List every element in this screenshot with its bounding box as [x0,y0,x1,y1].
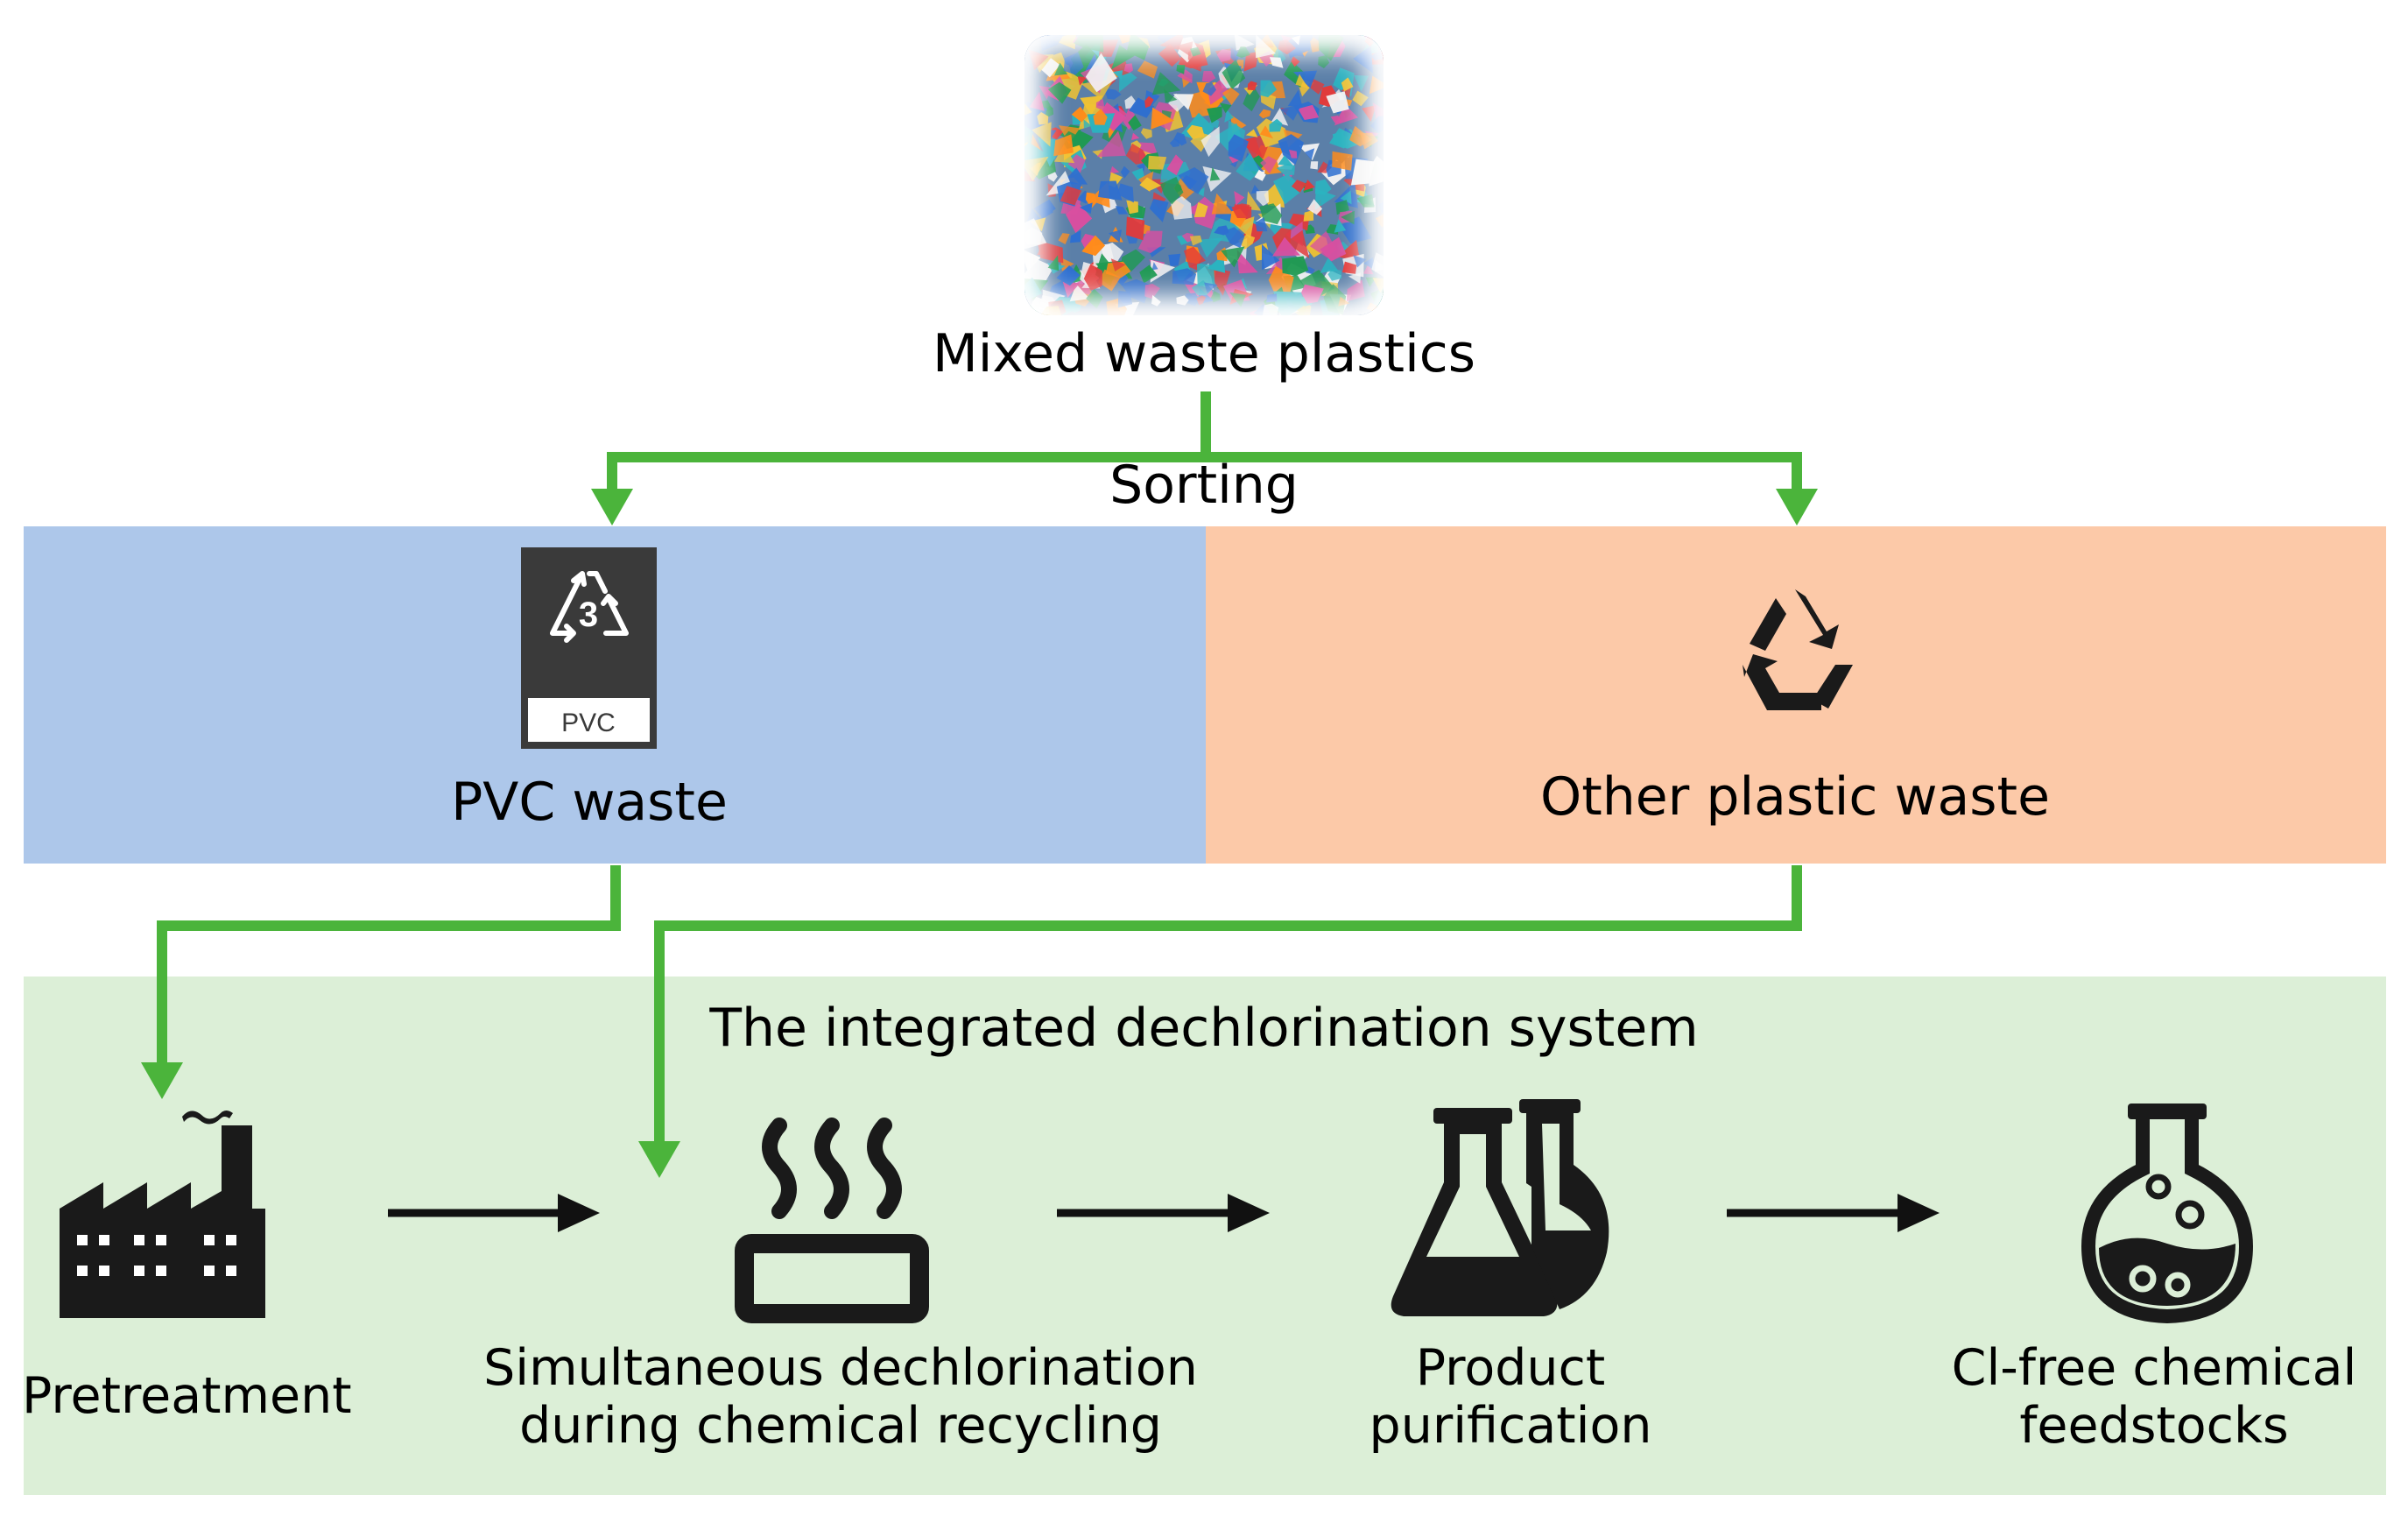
pvc-waste-label: PVC waste [451,772,728,833]
step-label-dechlorination-line1: Simultaneous dechlorination [483,1339,1198,1397]
step-label-feedstocks-line2: feedstocks [2019,1396,2289,1455]
step-label-dechlorination: Simultaneous dechlorination during chemi… [447,1339,1235,1455]
sorting-label: Sorting [1109,455,1299,516]
mixed-plastics-image [1024,35,1384,315]
step-label-dechlorination-line2: during chemical recycling [519,1396,1162,1455]
recycle-icon [1743,589,1853,710]
arrowhead-to-other [1776,489,1818,525]
pvc-recycle-badge-icon: 3 PVC [521,547,657,749]
step-label-pretreatment: Pretreatment [22,1367,352,1425]
step-label-purification: Product purification [1313,1339,1707,1455]
system-title: The integrated dechlorination system [709,998,1699,1059]
step-label-purification-line2: purification [1369,1396,1652,1455]
plastic-flakes-graphic [1024,35,1384,315]
badge-text: PVC [561,709,616,737]
flasks-icon [1391,1099,1609,1316]
mixed-waste-label: Mixed waste plastics [932,323,1475,384]
step-label-purification-line1: Product [1415,1339,1606,1397]
arrowhead-to-pvc [591,489,633,525]
round-flask-icon [2081,1104,2254,1324]
factory-icon [60,1111,265,1318]
step-label-feedstocks-line1: Cl-free chemical [1951,1339,2357,1397]
step-label-feedstocks: Cl-free chemical feedstocks [1926,1339,2382,1455]
other-plastic-waste-label: Other plastic waste [1539,766,2050,828]
heat-icon [735,1118,929,1323]
badge-number: 3 [579,596,598,634]
